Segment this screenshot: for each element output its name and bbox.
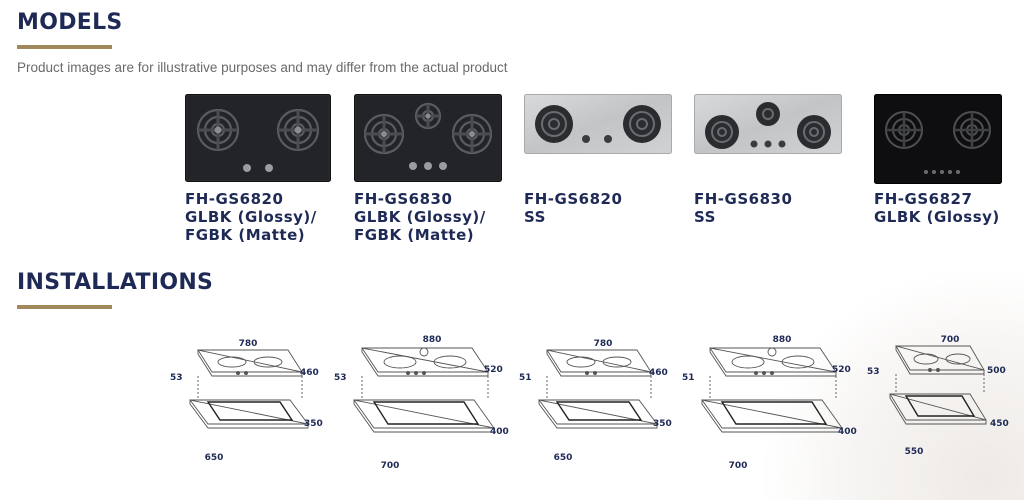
- product-model: FH-GS6820: [185, 190, 284, 208]
- product-card[interactable]: FH-GS6827 GLBK (Glossy): [874, 94, 1024, 226]
- product-variant-2: FGBK (Matte): [185, 226, 306, 244]
- dim-depth: 460: [649, 368, 668, 378]
- installation-diagram: 780 460 51 350 650: [517, 328, 677, 472]
- installation-drawing: 880 520 53 400 700: [334, 335, 509, 471]
- dim-width: 780: [594, 339, 613, 349]
- product-model: FH-GS6820: [524, 190, 623, 208]
- installation-diagram: 880 520 53 400 700: [332, 328, 512, 472]
- product-image-stainless-2-burner[interactable]: [524, 94, 672, 154]
- product-image-black-2-burner[interactable]: [185, 94, 331, 182]
- installations-heading-underline: [17, 305, 112, 309]
- background-decoration: [764, 270, 1024, 500]
- dim-depth: 500: [987, 366, 1006, 376]
- product-card[interactable]: FH-GS6820 GLBK (Glossy)/ FGBK (Matte): [185, 94, 345, 244]
- product-model: FH-GS6830: [694, 190, 793, 208]
- dim-depth: 460: [300, 368, 319, 378]
- product-card[interactable]: FH-GS6820 SS: [524, 94, 684, 226]
- product-model: FH-GS6827: [874, 190, 973, 208]
- product-card[interactable]: FH-GS6830 SS: [694, 94, 854, 226]
- dim-cut-depth: 350: [304, 419, 323, 429]
- product-variant-2: FGBK (Matte): [354, 226, 475, 244]
- dim-depth: 520: [484, 365, 503, 375]
- dim-cut-depth: 400: [490, 427, 509, 437]
- image-disclaimer: Product images are for illustrative purp…: [17, 60, 508, 75]
- dim-height: 51: [682, 373, 695, 383]
- dim-cut-width: 700: [729, 461, 748, 468]
- dim-cut-width: 550: [905, 447, 924, 457]
- product-card[interactable]: FH-GS6830 GLBK (Glossy)/ FGBK (Matte): [354, 94, 514, 244]
- product-variant: SS: [694, 208, 716, 226]
- product-image-stainless-3-burner[interactable]: [694, 94, 842, 154]
- dim-cut-depth: 450: [990, 419, 1009, 429]
- product-name: FH-GS6820 GLBK (Glossy)/ FGBK (Matte): [185, 190, 345, 244]
- product-name: FH-GS6827 GLBK (Glossy): [874, 190, 1024, 226]
- product-name: FH-GS6830 SS: [694, 190, 854, 226]
- product-variant: GLBK (Glossy)/: [354, 208, 486, 226]
- installation-drawing: 780 460 51 350 650: [519, 339, 672, 463]
- product-variant: GLBK (Glossy)/: [185, 208, 317, 226]
- dim-height: 51: [519, 373, 532, 383]
- dim-cut-depth: 400: [838, 427, 857, 437]
- models-heading-underline: [17, 45, 112, 49]
- dim-width: 880: [773, 335, 792, 345]
- dim-cut-width: 650: [554, 453, 573, 463]
- product-name: FH-GS6820 SS: [524, 190, 684, 226]
- dim-width: 780: [239, 339, 258, 349]
- dim-cut-depth: 350: [653, 419, 672, 429]
- models-heading: MODELS: [17, 10, 123, 35]
- dim-width: 880: [423, 335, 442, 345]
- product-variant: GLBK (Glossy): [874, 208, 1000, 226]
- installation-diagram: 780 460 53 350 650: [168, 328, 328, 472]
- installation-diagram: 880 520 51 400 700: [680, 328, 860, 472]
- installation-drawing: 880 520 51 400 700: [682, 335, 857, 471]
- dim-cut-width: 700: [381, 461, 400, 468]
- dim-cut-width: 650: [205, 453, 224, 463]
- dim-depth: 520: [832, 365, 851, 375]
- installations-heading: INSTALLATIONS: [17, 270, 214, 295]
- installation-drawing: 780 460 53 350 650: [170, 339, 323, 463]
- product-name: FH-GS6830 GLBK (Glossy)/ FGBK (Matte): [354, 190, 514, 244]
- dim-height: 53: [867, 367, 880, 377]
- dim-width: 700: [941, 335, 960, 345]
- product-model: FH-GS6830: [354, 190, 453, 208]
- product-variant: SS: [524, 208, 546, 226]
- dim-height: 53: [334, 373, 347, 383]
- installation-diagram: 700 500 53 450 550: [866, 328, 1016, 472]
- installation-drawing: 700 500 53 450 550: [867, 335, 1009, 457]
- product-image-black-glossy-2-burner[interactable]: [874, 94, 1002, 184]
- dim-height: 53: [170, 373, 183, 383]
- product-image-black-3-burner[interactable]: [354, 94, 502, 182]
